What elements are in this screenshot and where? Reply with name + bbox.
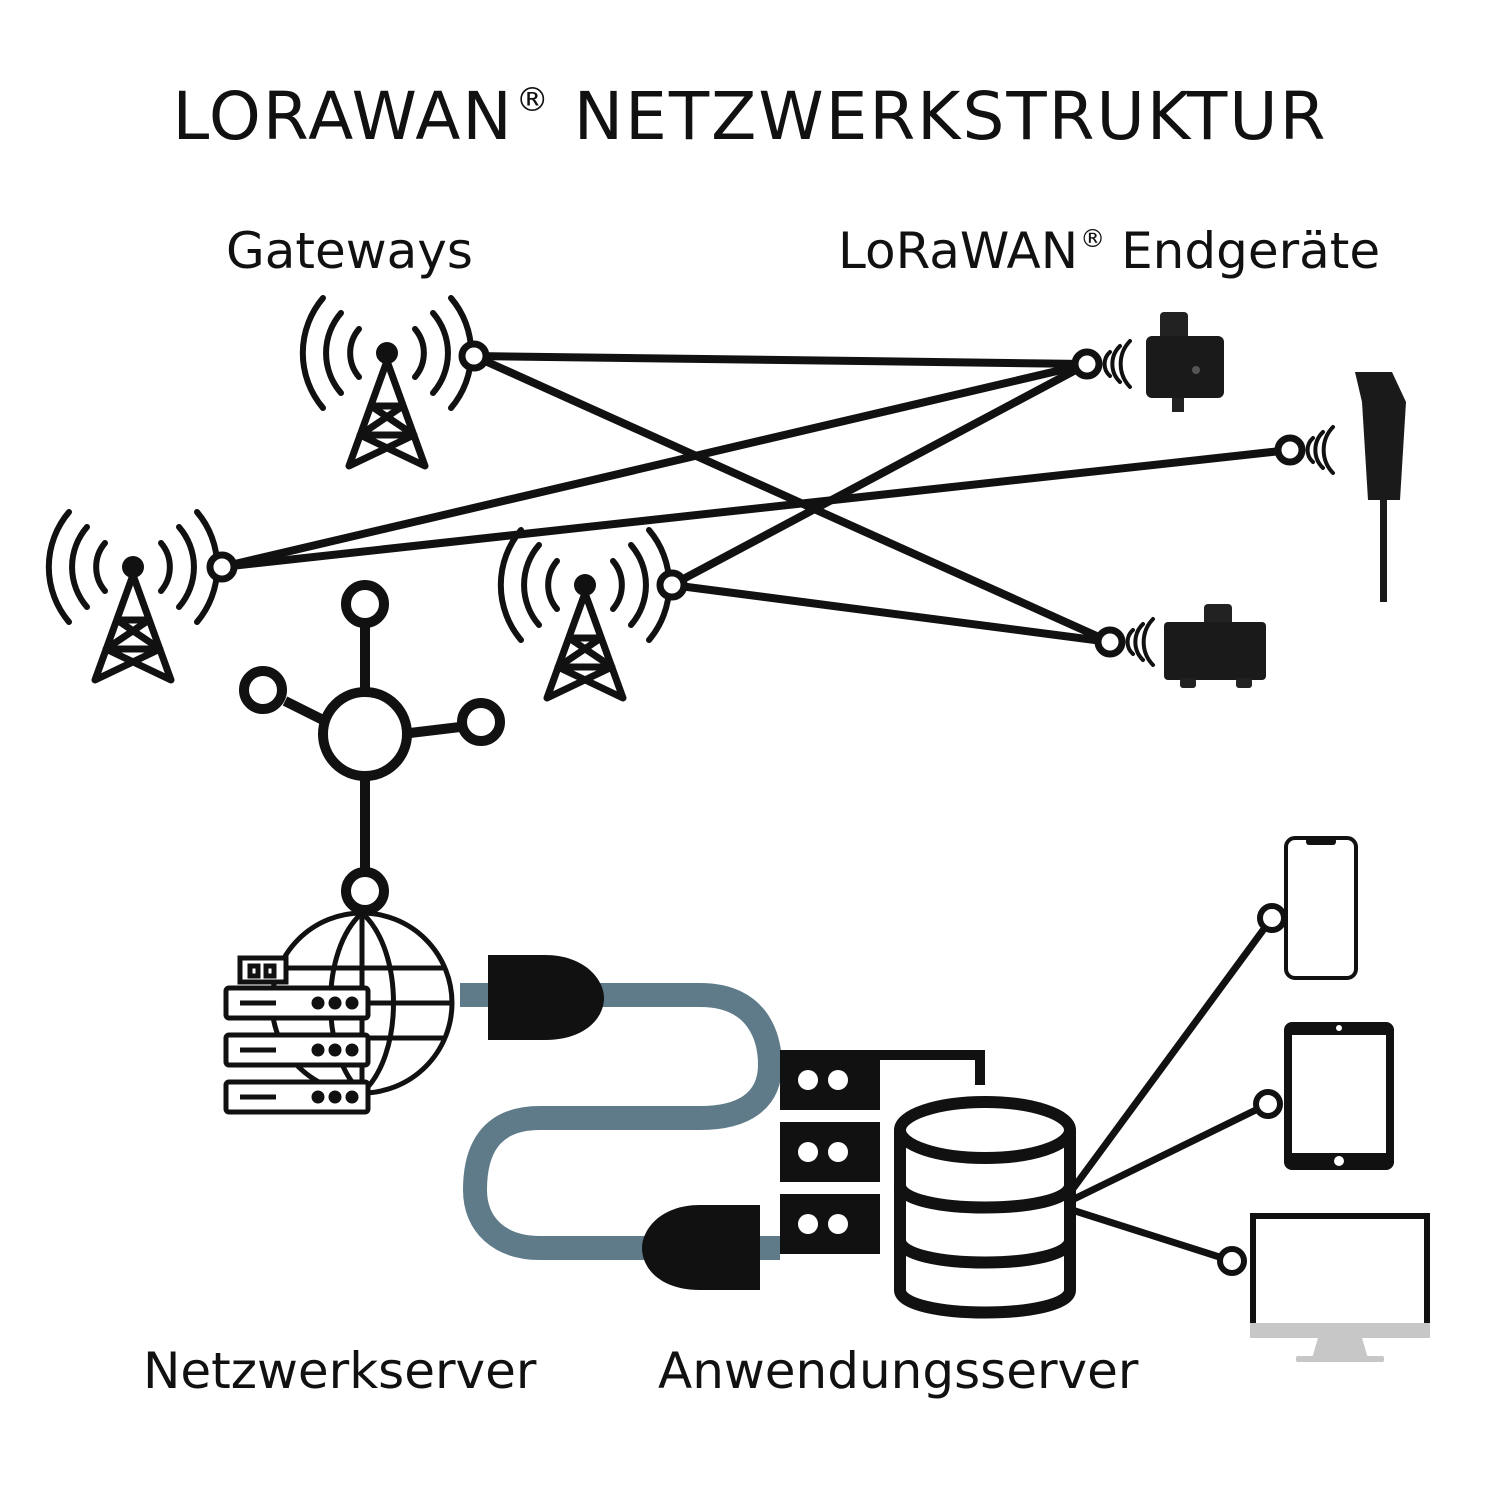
link-line <box>218 446 1294 571</box>
link-line <box>470 352 1091 368</box>
radio-links <box>218 352 1294 646</box>
monitor-icon <box>1250 1213 1430 1362</box>
gateway-tower-icon <box>501 530 669 698</box>
tablet-icon <box>1284 1022 1394 1170</box>
device-port <box>1274 434 1306 466</box>
client-links <box>1069 915 1275 1265</box>
end-devices-label: LoRaWAN® Endgeräte <box>838 222 1381 280</box>
page-title: LORAWAN® NETZWERKSTRUKTUR <box>172 78 1328 155</box>
link-line <box>668 360 1091 589</box>
link-line <box>668 581 1114 646</box>
device-port <box>1094 626 1126 658</box>
gateway-port <box>656 569 688 601</box>
database-icon <box>780 1050 1076 1319</box>
gateway-port <box>206 551 238 583</box>
smartphone-icon <box>1284 836 1358 980</box>
link-line <box>218 360 1091 571</box>
device-port <box>1071 348 1103 380</box>
server-globe-icon <box>223 910 455 1115</box>
gateways-label: Gateways <box>226 222 473 280</box>
gateway-tower-icon <box>49 512 217 680</box>
sensor-device-icon <box>1164 604 1266 688</box>
client-ports <box>1217 903 1287 1276</box>
application-server-label: Anwendungsserver <box>658 1342 1139 1400</box>
cable-icon <box>460 955 783 1290</box>
link-line <box>470 352 1114 646</box>
sensor-device-icon <box>1355 372 1406 602</box>
hub-network-icon <box>239 580 505 915</box>
gateway-port <box>458 340 490 372</box>
gateway-ports <box>206 340 688 601</box>
device-ports <box>1071 348 1306 658</box>
network-server-label: Netzwerkserver <box>143 1342 537 1400</box>
sensor-device-icon <box>1146 312 1224 412</box>
gateway-tower-icon <box>303 298 471 466</box>
